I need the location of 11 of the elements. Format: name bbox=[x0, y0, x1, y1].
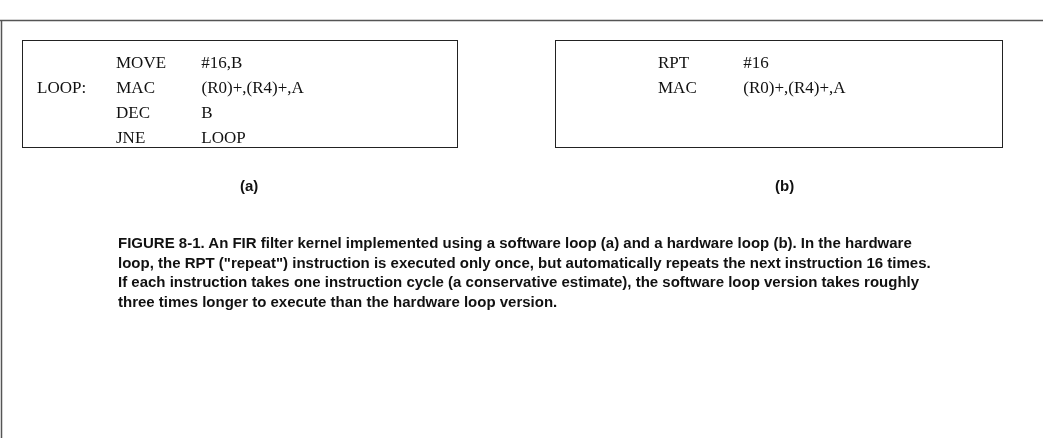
figure-caption: FIGURE 8-1. An FIR filter kernel implemented using a software loop (a) and a hardware loop (b). In the hardware loop, the RPT ("repeat") instruction is executed only once, but automatically repeats the next instruction 16 times. If each instruction takes one instruction cycle (a conservative estimate), the software loop version takes roughly three times longer to execute than the hardware loop version. bbox=[118, 233, 932, 312]
code-box bbox=[22, 40, 458, 148]
code-line: RPT #16 bbox=[657, 52, 769, 74]
code-line: LOOP: MAC (R0)+,(R4)+,A bbox=[37, 77, 304, 99]
code-box bbox=[555, 40, 1003, 148]
code-line: MOVE #16,B bbox=[115, 52, 243, 74]
panel-label: (b) bbox=[775, 177, 795, 194]
code-line: DEC B bbox=[115, 102, 213, 124]
code-line: JNE LOOP bbox=[115, 127, 246, 149]
panel-label: (a) bbox=[240, 177, 259, 194]
code-line: MAC (R0)+,(R4)+,A bbox=[657, 77, 846, 99]
